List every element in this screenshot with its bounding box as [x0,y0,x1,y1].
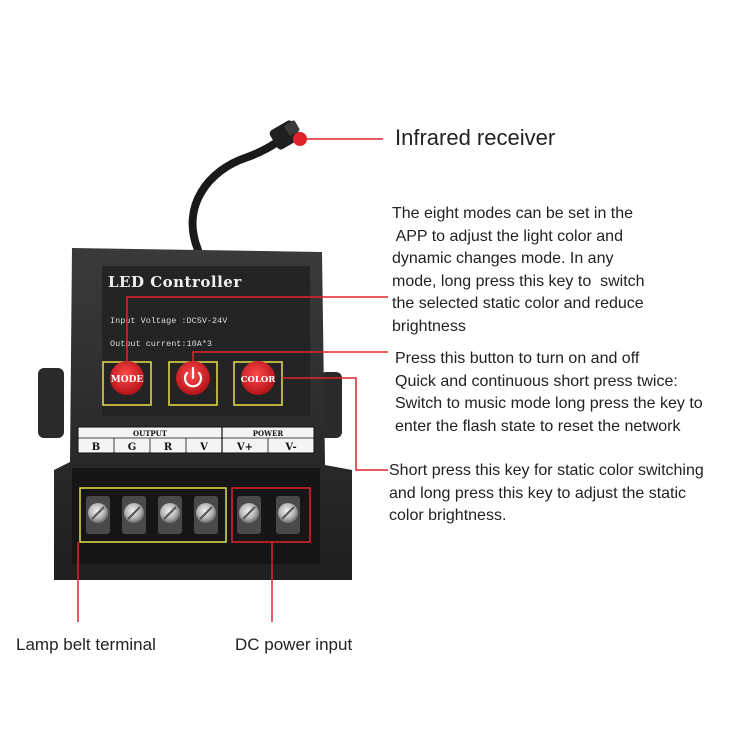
callout-mode-line: The eight modes can be set in the [392,205,634,222]
callout-color-line: Short press this key for static color sw… [389,462,704,479]
callout-mode-line: APP to adjust the light color and [392,227,623,245]
screw-terminal-r[interactable] [158,496,182,534]
power-header: POWER [253,429,284,438]
terminal-label-r: R [164,442,173,453]
output-header: OUTPUT [133,429,168,438]
lamp-terminal-highlight [79,487,227,543]
callout-power-line: Switch to music mode long press the key … [395,395,703,412]
screw-terminal-g[interactable] [122,496,146,534]
leader-mode [126,296,388,361]
power-terminal-highlight [231,487,311,543]
terminal-label-b: B [92,442,100,453]
ir-cable [188,136,284,254]
screw-terminal-v[interactable] [194,496,218,534]
mount-ear-right [320,372,342,438]
callout-power: Press this button to turn on and off Qui… [395,348,703,438]
callout-power-line: enter the flash state to reset the netwo… [395,417,681,435]
input-voltage-label: Input Voltage :DC5V-24V [110,316,228,326]
terminal-label-strip [77,426,315,454]
callout-color-line: and long press this key to adjust the st… [389,484,687,502]
callout-color: Short press this key for static color sw… [389,460,704,528]
device-title: LED Controller [108,273,242,291]
callout-dc-input: DC power input [235,635,353,654]
screw-terminal-vplus[interactable] [237,496,261,534]
power-button[interactable] [176,361,210,395]
terminal-label-v: V [199,442,208,453]
color-button-label: COLOR [241,375,277,385]
callout-power-line: Quick and continuous short press twice: [395,372,678,390]
callout-color-line: color brightness. [389,507,507,524]
leader-color [282,377,388,471]
screw-terminal-b[interactable] [86,496,110,534]
output-current-label: Output current:10A*3 [110,339,212,349]
callout-mode-line: dynamic changes mode. In any [392,250,614,267]
terminal-label-vplus: V+ [236,442,253,453]
terminal-label-vminus: V- [284,442,296,453]
callout-mode-line: the selected static color and reduce [392,295,644,312]
callout-infrared: Infrared receiver [395,125,556,150]
callout-mode-line: mode, long press this key to switch [392,272,645,290]
terminal-label-g: G [128,442,137,453]
ir-receiver-head [269,120,301,150]
power-icon [183,366,203,388]
screw-terminal-vminus[interactable] [276,496,300,534]
callout-mode: The eight modes can be set in the APP to… [392,203,645,338]
mode-button-label: MODE [111,375,144,385]
callout-power-line: Press this button to turn on and off [395,350,640,367]
mode-button[interactable]: MODE [110,361,144,395]
leader-power [192,351,388,361]
callout-lamp-terminal: Lamp belt terminal [16,635,156,654]
callout-mode-line: brightness [392,317,466,335]
color-button[interactable]: COLOR [241,361,277,395]
mount-ear-left [38,368,64,438]
